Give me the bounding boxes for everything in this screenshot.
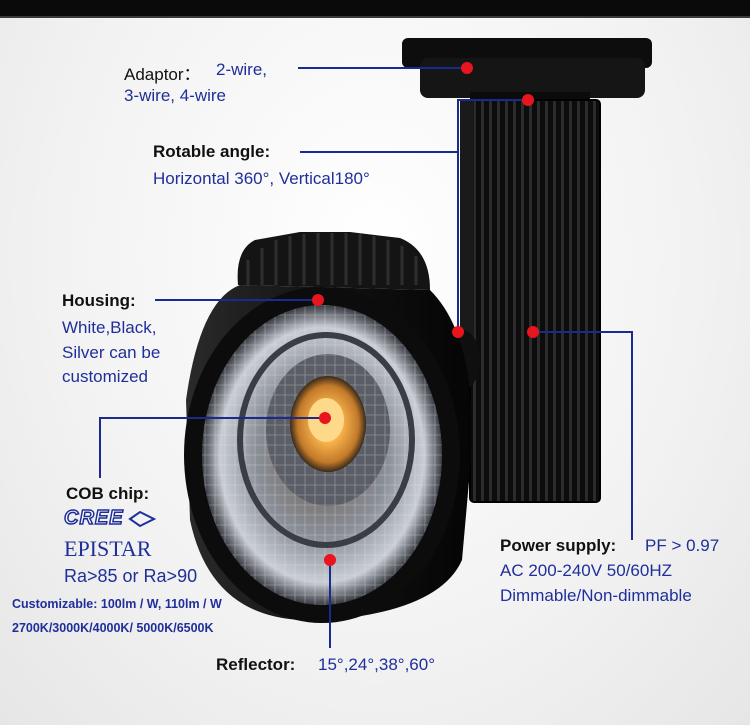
- cob-ra: Ra>85 or Ra>90: [64, 566, 198, 586]
- track-rail: [0, 0, 750, 18]
- epistar-logo: EPISTAR: [64, 536, 152, 561]
- cree-chevron-icon: [128, 510, 156, 528]
- reflector-dot: [324, 554, 336, 566]
- cob-custom-line2: 2700K/3000K/4000K/ 5000K/6500K: [12, 621, 214, 635]
- adaptor-label: Adaptor：: [124, 65, 201, 84]
- housing-line2: Silver can be: [62, 343, 161, 362]
- housing-line1: White,Black,: [62, 318, 157, 337]
- driver-box: [460, 99, 601, 503]
- housing-line3: customized: [62, 367, 148, 386]
- power-line3: Dimmable/Non-dimmable: [500, 586, 692, 605]
- rotable-value: Horizontal 360°, Vertical180°: [153, 169, 370, 188]
- heat-sink: [237, 232, 430, 290]
- power-line2: AC 200-240V 50/60HZ: [500, 561, 672, 580]
- leader-lines: [99, 67, 633, 648]
- power-pf: PF > 0.97: [645, 536, 720, 555]
- cree-logo: CREE: [63, 506, 124, 530]
- housing-dot: [312, 294, 324, 306]
- reflector-value: 15°,24°,38°,60°: [318, 655, 435, 674]
- callout-dots: [312, 62, 539, 566]
- rotation-dot: [522, 94, 534, 106]
- rotable-label: Rotable angle:: [153, 142, 271, 161]
- joint-dot: [452, 326, 464, 338]
- adaptor-value-line1: 2-wire,: [216, 60, 268, 79]
- reflector-label: Reflector:: [216, 655, 296, 674]
- cob-dot: [319, 412, 331, 424]
- housing-label: Housing:: [62, 291, 136, 310]
- cob-custom-line1: Customizable: 100lm / W, 110lm / W: [12, 597, 222, 611]
- power-label: Power supply:: [500, 536, 617, 555]
- cob-label: COB chip:: [66, 484, 150, 503]
- power-dot: [527, 326, 539, 338]
- adaptor-value-line2: 3-wire, 4-wire: [124, 86, 227, 105]
- cob-chip: [290, 376, 366, 472]
- adaptor-dot: [461, 62, 473, 74]
